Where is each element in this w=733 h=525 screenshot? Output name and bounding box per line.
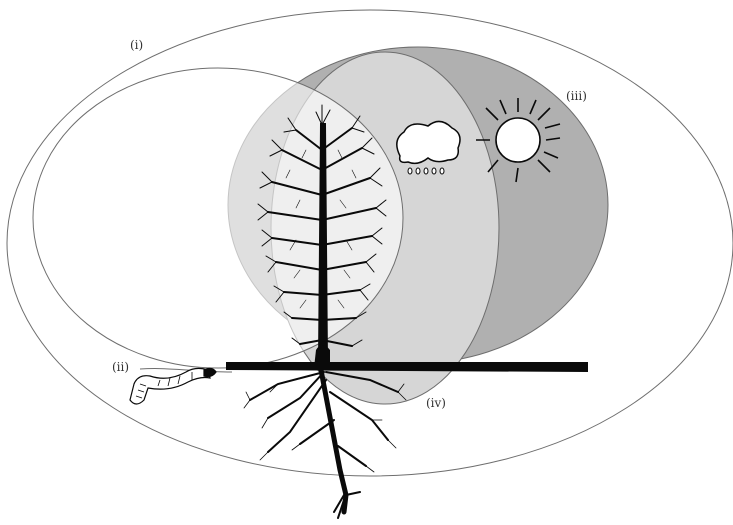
label-iii: (iii) <box>566 89 587 103</box>
inner-ellipse-ii <box>33 68 403 368</box>
raindrop <box>432 168 436 174</box>
raindrop <box>408 168 412 174</box>
sun-disc <box>496 118 540 162</box>
raindrop <box>424 168 428 174</box>
raindrop <box>440 168 444 174</box>
cloud-shape <box>397 121 460 163</box>
label-ii: (ii) <box>112 360 129 374</box>
raindrop <box>416 168 420 174</box>
label-i: (i) <box>130 38 143 52</box>
label-iv: (iv) <box>426 396 446 410</box>
